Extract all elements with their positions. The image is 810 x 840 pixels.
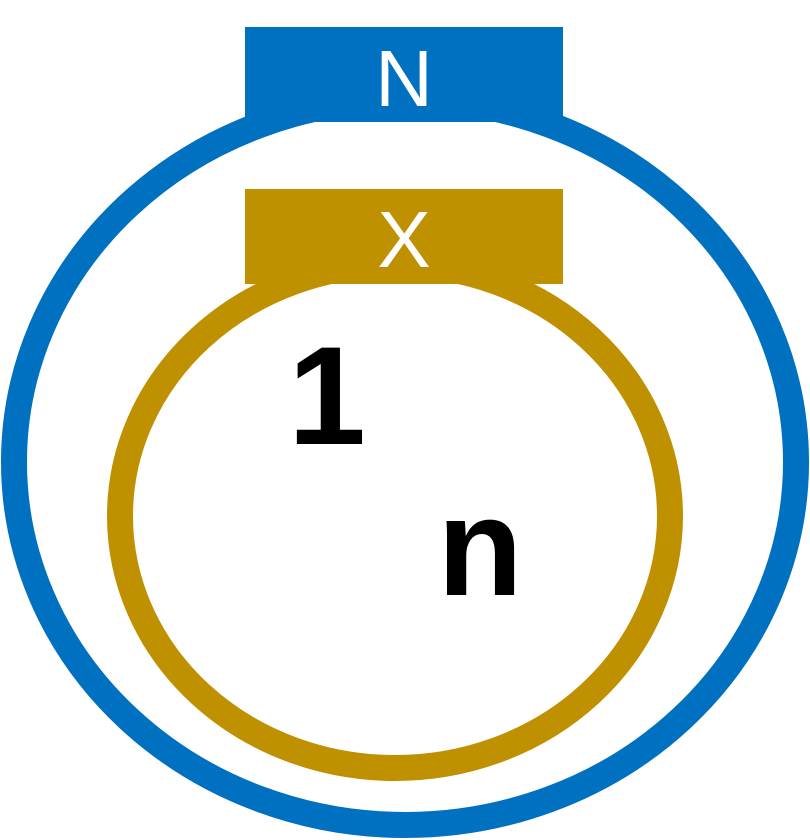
element-n: n <box>437 468 523 625</box>
inner-set-circle <box>107 251 683 781</box>
element-one: 1 <box>288 317 366 474</box>
outer-set-label-box <box>245 27 563 122</box>
outer-set-label: N <box>375 34 433 123</box>
inner-set-label: X <box>377 195 430 284</box>
inner-set-label-box <box>245 189 563 284</box>
